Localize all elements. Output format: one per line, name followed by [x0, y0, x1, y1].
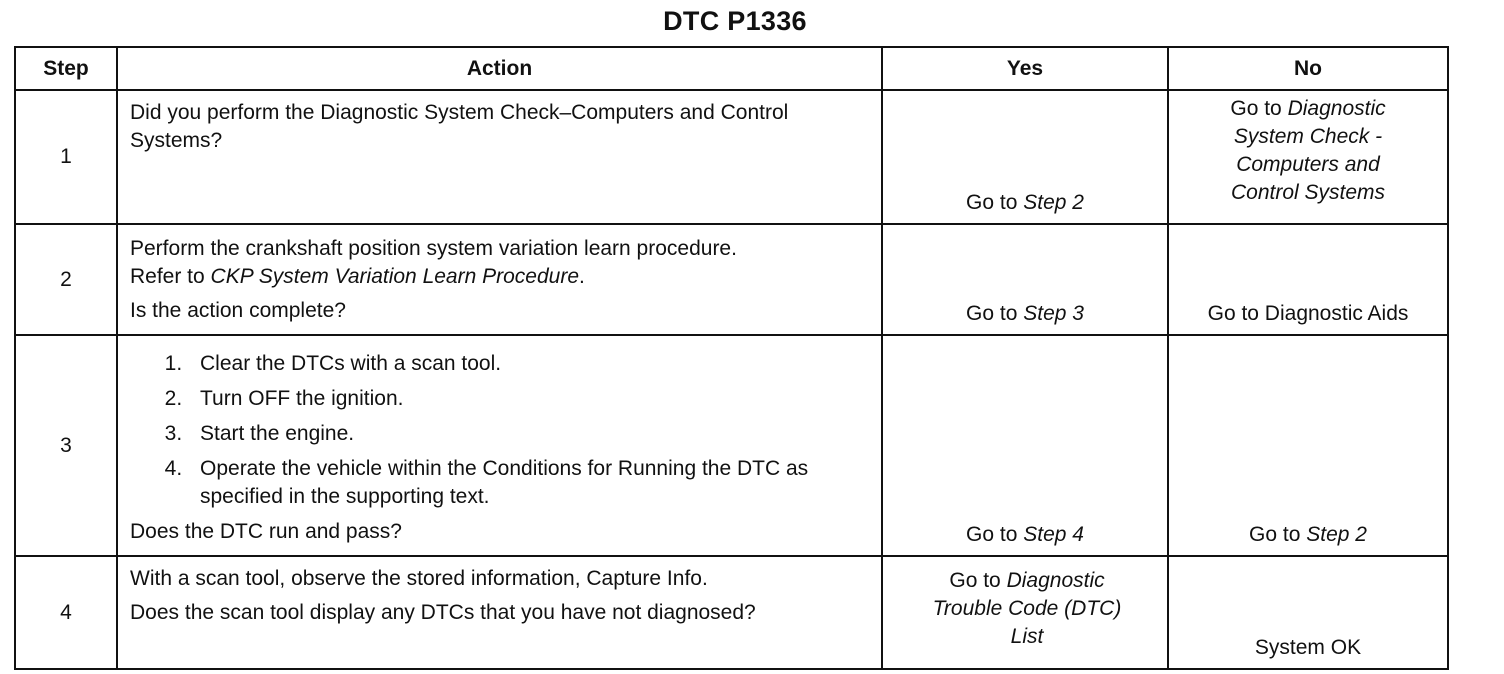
header-step: Step	[14, 46, 118, 91]
step-number: 3	[14, 334, 118, 557]
table-row: 2 Perform the crankshaft position system…	[14, 223, 1449, 336]
yes-link[interactable]: Step 2	[1023, 191, 1084, 214]
action-cell: Did you perform the Diagnostic System Ch…	[116, 89, 883, 225]
yes-link[interactable]: Diagnostic Trouble Code (DTC) List	[932, 569, 1122, 648]
page-title: DTC P1336	[663, 6, 807, 36]
refer-suffix: .	[579, 265, 585, 288]
no-link[interactable]: Diagnostic System Check - Computers and …	[1230, 97, 1386, 204]
yes-prefix: Go to	[949, 569, 1001, 592]
table-row: 4 With a scan tool, observe the stored i…	[14, 555, 1449, 670]
procedure-steps: Clear the DTCs with a scan tool. Turn OF…	[130, 350, 871, 511]
action-cell: Perform the crankshaft position system v…	[116, 223, 883, 336]
yes-prefix: Go to	[966, 191, 1018, 214]
list-item: Operate the vehicle within the Condition…	[188, 455, 840, 511]
action-question: Is the action complete?	[130, 299, 346, 322]
yes-cell[interactable]: Go to Step 2	[881, 89, 1169, 225]
procedure-link[interactable]: CKP System Variation Learn Procedure	[210, 265, 580, 288]
table-row: 1 Did you perform the Diagnostic System …	[14, 89, 1449, 225]
table-header-row: Step Action Yes No	[14, 46, 1449, 91]
no-link[interactable]: Step 2	[1306, 523, 1367, 546]
list-item: Clear the DTCs with a scan tool.	[188, 350, 871, 378]
yes-link[interactable]: Step 3	[1023, 302, 1084, 325]
no-link[interactable]: Go to Diagnostic Aids	[1207, 302, 1409, 325]
yes-prefix: Go to	[966, 523, 1018, 546]
list-item: Turn OFF the ignition.	[188, 385, 871, 413]
action-question: Does the scan tool display any DTCs that…	[130, 601, 756, 624]
no-cell[interactable]: System OK	[1167, 555, 1449, 670]
yes-cell[interactable]: Go to Step 3	[881, 223, 1169, 336]
yes-cell[interactable]: Go to Step 4	[881, 334, 1169, 557]
no-prefix: Go to	[1230, 97, 1282, 120]
action-question: Does the DTC run and pass?	[130, 520, 402, 543]
refer-prefix: Refer to	[130, 265, 205, 288]
action-cell: With a scan tool, observe the stored inf…	[116, 555, 883, 670]
action-text: Did you perform the Diagnostic System Ch…	[130, 101, 789, 152]
no-cell[interactable]: Go to Diagnostic System Check - Computer…	[1167, 89, 1449, 225]
action-cell: Clear the DTCs with a scan tool. Turn OF…	[116, 334, 883, 557]
yes-cell[interactable]: Go to Diagnostic Trouble Code (DTC) List	[881, 555, 1169, 670]
header-no: No	[1167, 46, 1449, 91]
no-link[interactable]: System OK	[1254, 636, 1362, 659]
no-cell[interactable]: Go to Diagnostic Aids	[1167, 223, 1449, 336]
yes-prefix: Go to	[966, 302, 1018, 325]
action-text: With a scan tool, observe the stored inf…	[130, 567, 708, 590]
list-item: Start the engine.	[188, 420, 871, 448]
header-yes: Yes	[881, 46, 1169, 91]
yes-link[interactable]: Step 4	[1023, 523, 1084, 546]
table-row: 3 Clear the DTCs with a scan tool. Turn …	[14, 334, 1449, 557]
step-number: 2	[14, 223, 118, 336]
no-prefix: Go to	[1249, 523, 1301, 546]
header-action: Action	[116, 46, 883, 91]
step-number: 1	[14, 89, 118, 225]
step-number: 4	[14, 555, 118, 670]
no-cell[interactable]: Go to Step 2	[1167, 334, 1449, 557]
action-text: Perform the crankshaft position system v…	[130, 237, 737, 260]
diagnostic-table: Step Action Yes No 1 Did you perform the…	[14, 46, 1449, 670]
